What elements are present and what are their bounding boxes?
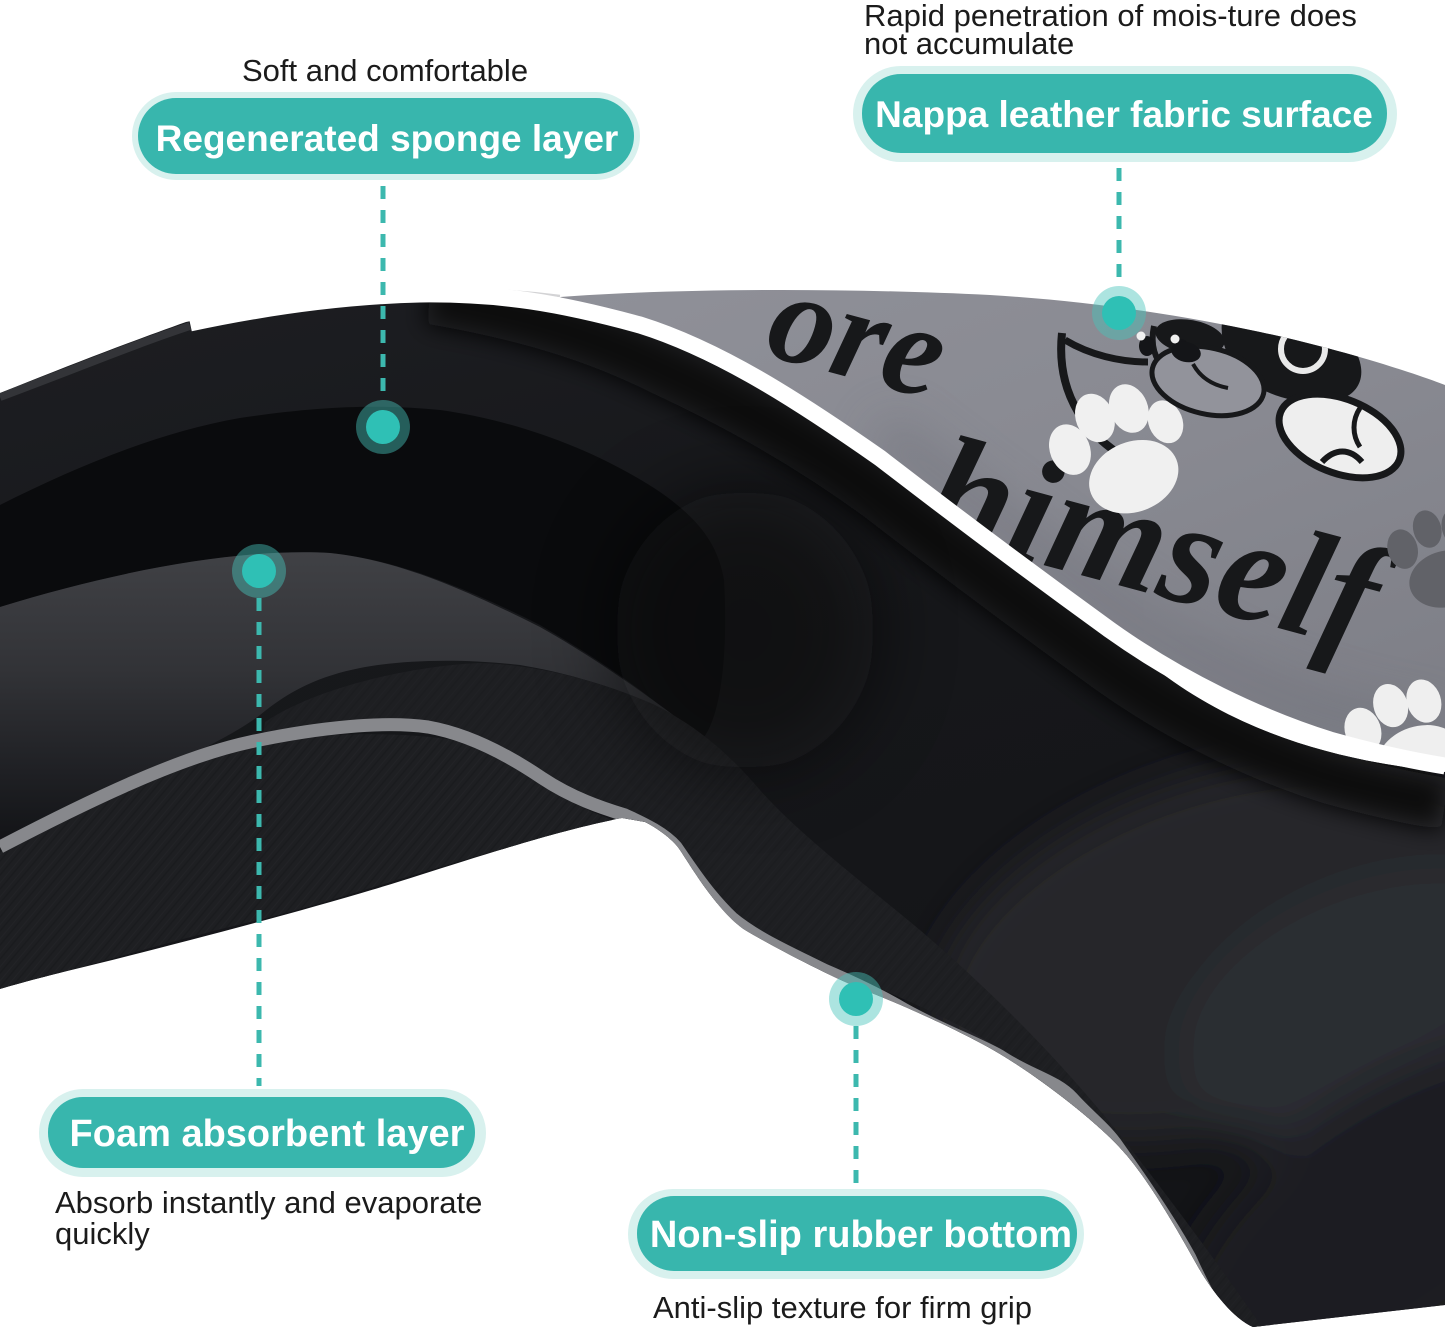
- svg-text:quickly: quickly: [55, 1216, 150, 1251]
- svg-text:Regenerated sponge layer: Regenerated sponge layer: [156, 118, 619, 159]
- svg-text:Absorb instantly and evaporate: Absorb instantly and evaporate: [55, 1185, 482, 1220]
- svg-text:Soft and comfortable: Soft and comfortable: [242, 53, 528, 88]
- svg-text:Foam absorbent layer: Foam absorbent layer: [70, 1113, 465, 1155]
- svg-text:Nappa leather fabric surface: Nappa leather fabric surface: [875, 94, 1373, 135]
- svg-text:Anti-slip texture for firm gri: Anti-slip texture for firm grip: [653, 1290, 1032, 1325]
- svg-text:not accumulate: not accumulate: [864, 26, 1074, 61]
- svg-text:Rapid penetration of mois-ture: Rapid penetration of mois-ture does: [864, 0, 1357, 33]
- svg-text:Non-slip rubber bottom: Non-slip rubber bottom: [650, 1214, 1072, 1256]
